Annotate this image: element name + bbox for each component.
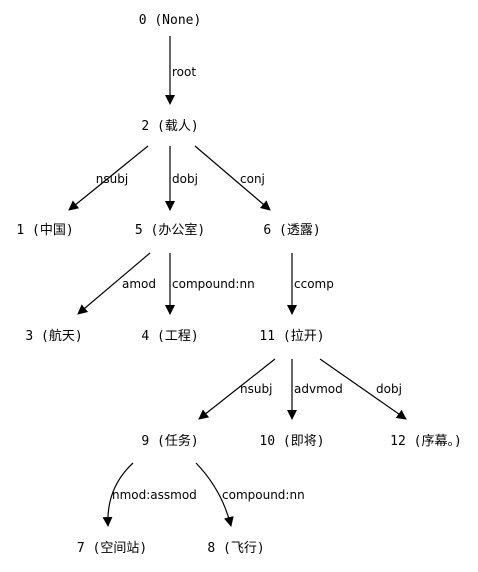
edge-arrow-n11-n12: [319, 358, 407, 420]
node-n10: 10 (即将): [259, 434, 324, 449]
edge-arrow-n9-n7: [102, 462, 134, 527]
edge-label-n2-n5: dobj: [172, 172, 198, 186]
node-n2: 2 (载人): [141, 119, 198, 134]
edge-label-n5-n3: amod: [122, 277, 156, 291]
node-n6: 6 (透露): [263, 223, 320, 238]
node-n7: 7 (空间站): [77, 541, 147, 556]
edge-arrow-n9-n8: [195, 462, 234, 527]
node-n11: 11 (拉开): [259, 329, 324, 344]
edge-label-n9-n8: compound:nn: [222, 488, 305, 502]
edge-label-n11-n12: dobj: [376, 382, 402, 396]
edge-arrow-n2-n6: [194, 145, 271, 211]
node-n3: 3 (航天): [25, 328, 82, 344]
edge-label-n2-n1: nsubj: [96, 172, 128, 186]
node-n1: 1 (中国): [16, 223, 73, 238]
edge-label-n5-n4: compound:nn: [172, 277, 255, 291]
edge-label-n6-n11: ccomp: [294, 277, 334, 291]
node-n0: 0 (None): [139, 13, 202, 28]
edge-label-n11-n10: advmod: [294, 382, 343, 396]
edge-label-n11-n9: nsubj: [240, 382, 272, 396]
node-n5: 5 (办公室): [135, 222, 205, 238]
edge-label-n2-n6: conj: [240, 172, 265, 186]
edge-arrow-n2-n1: [68, 145, 149, 211]
edge-label-n0-n2: root: [172, 65, 196, 79]
node-n9: 9 (任务): [141, 433, 198, 449]
edge-label-n9-n7: nmod:assmod: [112, 488, 197, 502]
edge-arrow-n5-n3: [77, 252, 151, 315]
node-n4: 4 (工程): [141, 329, 198, 344]
edge-arrow-n11-n9: [198, 358, 276, 420]
node-n12: 12 (序幕。): [390, 434, 462, 449]
node-n8: 8 (飞行): [207, 541, 264, 556]
